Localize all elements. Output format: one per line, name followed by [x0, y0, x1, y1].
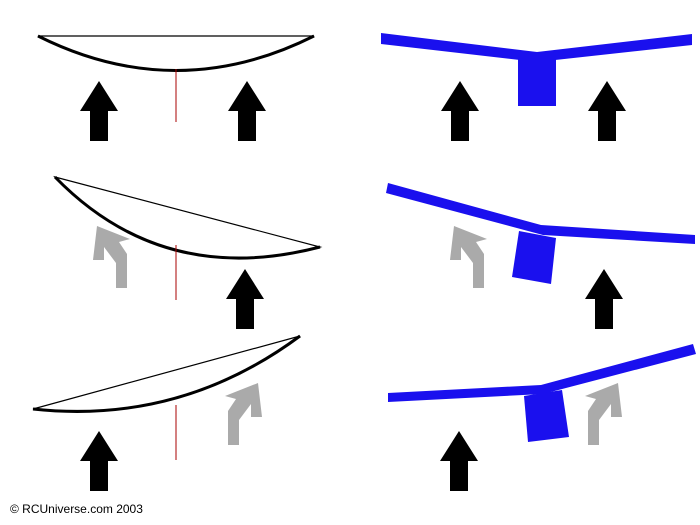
lift-arrow-curved-faded-icon: [585, 383, 622, 445]
wing-lower-surface-curve: [32, 334, 301, 413]
front-view-panel-right-up: [32, 334, 301, 491]
lift-arrow-curved-faded-icon: [450, 226, 487, 288]
fuselage-block: [518, 58, 556, 106]
dihedral-wing-blue: [386, 183, 695, 244]
lift-arrow-up-icon: [80, 81, 118, 141]
lift-arrow-up-icon: [441, 81, 479, 141]
lift-arrow-up-icon: [585, 269, 623, 329]
dihedral-wing-panel-level: [381, 33, 692, 141]
lift-arrow-up-icon: [440, 431, 478, 491]
wing-lower-surface-curve: [53, 175, 321, 260]
lift-arrow-up-icon: [588, 81, 626, 141]
copyright-text: © RCUniverse.com 2003: [10, 502, 143, 516]
lift-arrow-up-icon: [228, 81, 266, 141]
lift-arrow-up-icon: [226, 269, 264, 329]
fuselage-block: [524, 390, 569, 442]
fuselage-block: [512, 231, 556, 284]
lift-arrow-up-icon: [80, 431, 118, 491]
dihedral-wing-panel-left-up: [386, 183, 695, 329]
lift-arrow-curved-faded-icon: [225, 383, 262, 445]
front-view-panel-level: [37, 34, 315, 141]
front-view-panel-left-up: [53, 175, 323, 329]
dihedral-wing-blue: [388, 344, 696, 402]
dihedral-wing-blue: [381, 33, 692, 62]
dihedral-wing-panel-right-up: [388, 344, 696, 491]
lift-arrow-curved-faded-icon: [93, 226, 130, 288]
